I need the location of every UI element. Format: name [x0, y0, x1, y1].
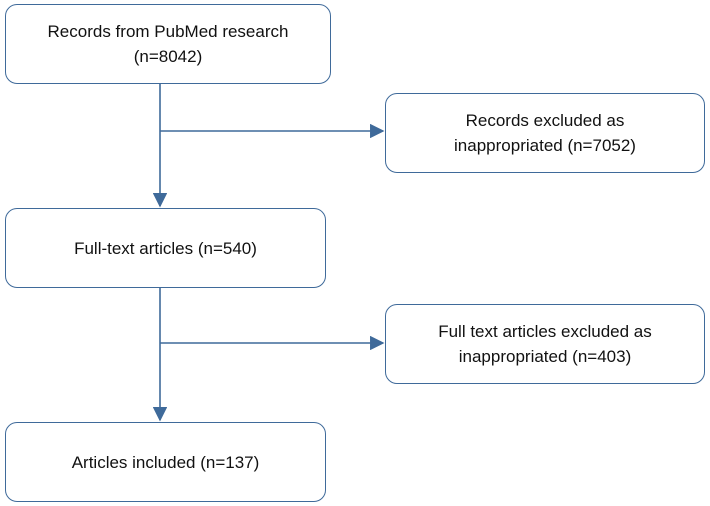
records-identified-count: (n=8042)	[133, 47, 203, 66]
records-identified-label: Records from PubMed research	[47, 22, 289, 41]
records-excluded-label: Records excluded as	[465, 111, 625, 130]
fulltext-excluded-box: Full text articles excluded as inappropr…	[385, 304, 705, 384]
records-excluded-count: inappropriated (n=7052)	[454, 136, 636, 155]
fulltext-excluded-label: Full text articles excluded as	[438, 322, 652, 341]
fulltext-excluded-count: inappropriated (n=403)	[458, 347, 632, 366]
fulltext-articles-label: Full-text articles (n=540)	[74, 238, 257, 258]
records-excluded-box: Records excluded as inappropriated (n=70…	[385, 93, 705, 173]
records-identified-box: Records from PubMed research (n=8042)	[5, 4, 331, 84]
fulltext-articles-box: Full-text articles (n=540)	[5, 208, 326, 288]
articles-included-label: Articles included (n=137)	[71, 452, 260, 472]
articles-included-box: Articles included (n=137)	[5, 422, 326, 502]
